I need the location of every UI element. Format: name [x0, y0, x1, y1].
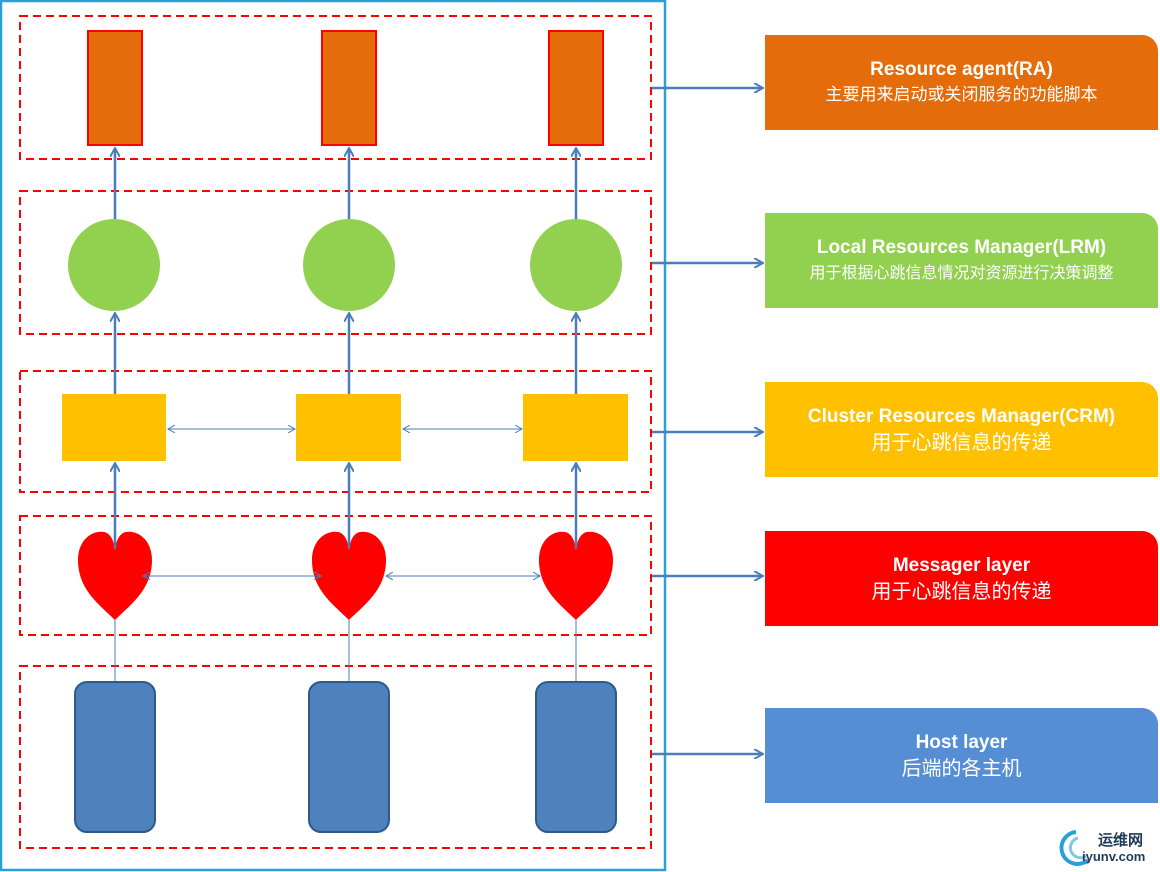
host-description: 后端的各主机	[901, 755, 1022, 780]
ra-layer-group	[19, 15, 652, 160]
heart-node	[539, 531, 613, 620]
host-layer-group	[19, 665, 652, 849]
host-node	[535, 681, 617, 833]
lrm-node	[303, 219, 395, 311]
ra-node	[87, 30, 143, 146]
host-title: Host layer	[915, 731, 1008, 753]
msg-title: Messager layer	[892, 554, 1031, 576]
watermark-cn: 运维网	[1098, 831, 1144, 849]
crm-node	[62, 394, 166, 461]
lrm-description: 用于根据心跳信息情况对资源进行决策调整	[809, 262, 1114, 282]
heart-node	[78, 531, 152, 620]
crm-label-box: Cluster Resources Manager(CRM) 用于心跳信息的传递	[765, 382, 1158, 477]
host-node	[308, 681, 390, 833]
msg-description: 用于心跳信息的传递	[871, 578, 1052, 603]
crm-node	[523, 394, 628, 461]
host-label-box: Host layer 后端的各主机	[765, 708, 1158, 803]
lrm-title: Local Resources Manager(LRM)	[816, 236, 1107, 258]
outer-frame	[0, 0, 667, 872]
lrm-label-box: Local Resources Manager(LRM) 用于根据心跳信息情况对…	[765, 213, 1158, 308]
lrm-layer-group	[19, 190, 652, 335]
crm-node	[296, 394, 401, 461]
crm-title: Cluster Resources Manager(CRM)	[807, 405, 1116, 427]
lrm-node	[68, 219, 160, 311]
msg-layer-group	[19, 515, 652, 636]
ra-node	[321, 30, 377, 146]
watermark-en: iyunv.com	[1082, 849, 1146, 864]
heart-node	[312, 531, 386, 620]
ra-label-box: Resource agent(RA) 主要用来启动或关闭服务的功能脚本	[765, 35, 1158, 130]
watermark-logo-icon	[1059, 830, 1090, 866]
ra-title: Resource agent(RA)	[870, 58, 1053, 80]
host-node	[74, 681, 156, 833]
ra-node	[548, 30, 604, 146]
crm-layer-group	[19, 370, 652, 493]
msg-label-box: Messager layer 用于心跳信息的传递	[765, 531, 1158, 626]
crm-description: 用于心跳信息的传递	[871, 429, 1052, 454]
lrm-node	[530, 219, 622, 311]
ra-description: 主要用来启动或关闭服务的功能脚本	[825, 84, 1098, 105]
